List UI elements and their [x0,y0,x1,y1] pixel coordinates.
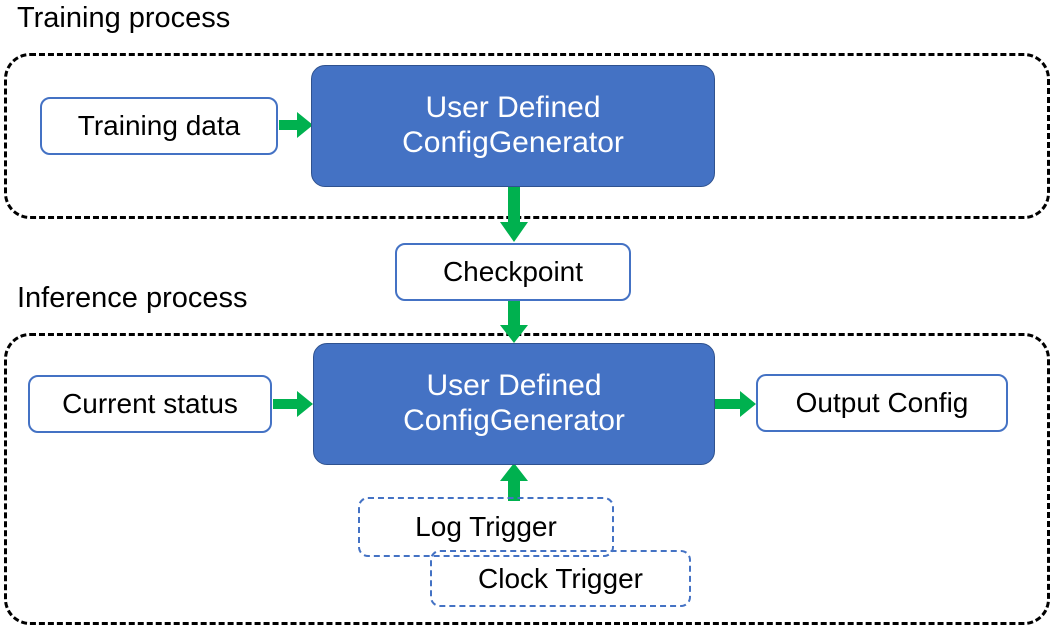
training-data-node[interactable]: Training data [40,97,278,155]
inference-process-title: Inference process [17,282,248,314]
log-trigger-node[interactable]: Log Trigger [358,497,614,557]
generator-title-line2: ConfigGenerator [402,126,624,159]
arrow-training-data-to-generator [279,110,315,140]
training-config-generator-node[interactable]: User Defined ConfigGenerator [311,65,715,187]
generator-title-line1: User Defined [426,369,602,403]
checkpoint-node[interactable]: Checkpoint [395,243,631,301]
arrow-current-status-to-generator [273,389,315,419]
generator-title-line2: ConfigGenerator [403,404,625,437]
clock-trigger-node[interactable]: Clock Trigger [430,550,691,607]
arrow-checkpoint-to-inference-generator [498,299,530,345]
arrow-generator-to-output-config [714,389,758,419]
current-status-node[interactable]: Current status [28,375,272,433]
arrow-trigger-to-generator [498,463,530,501]
arrow-generator-to-checkpoint [498,186,530,244]
training-process-container [4,53,1050,219]
output-config-node[interactable]: Output Config [756,374,1008,432]
inference-config-generator-node[interactable]: User Defined ConfigGenerator [313,343,715,465]
inference-process-container [4,333,1050,625]
generator-title-line1: User Defined [425,91,601,125]
training-process-title: Training process [17,2,231,34]
